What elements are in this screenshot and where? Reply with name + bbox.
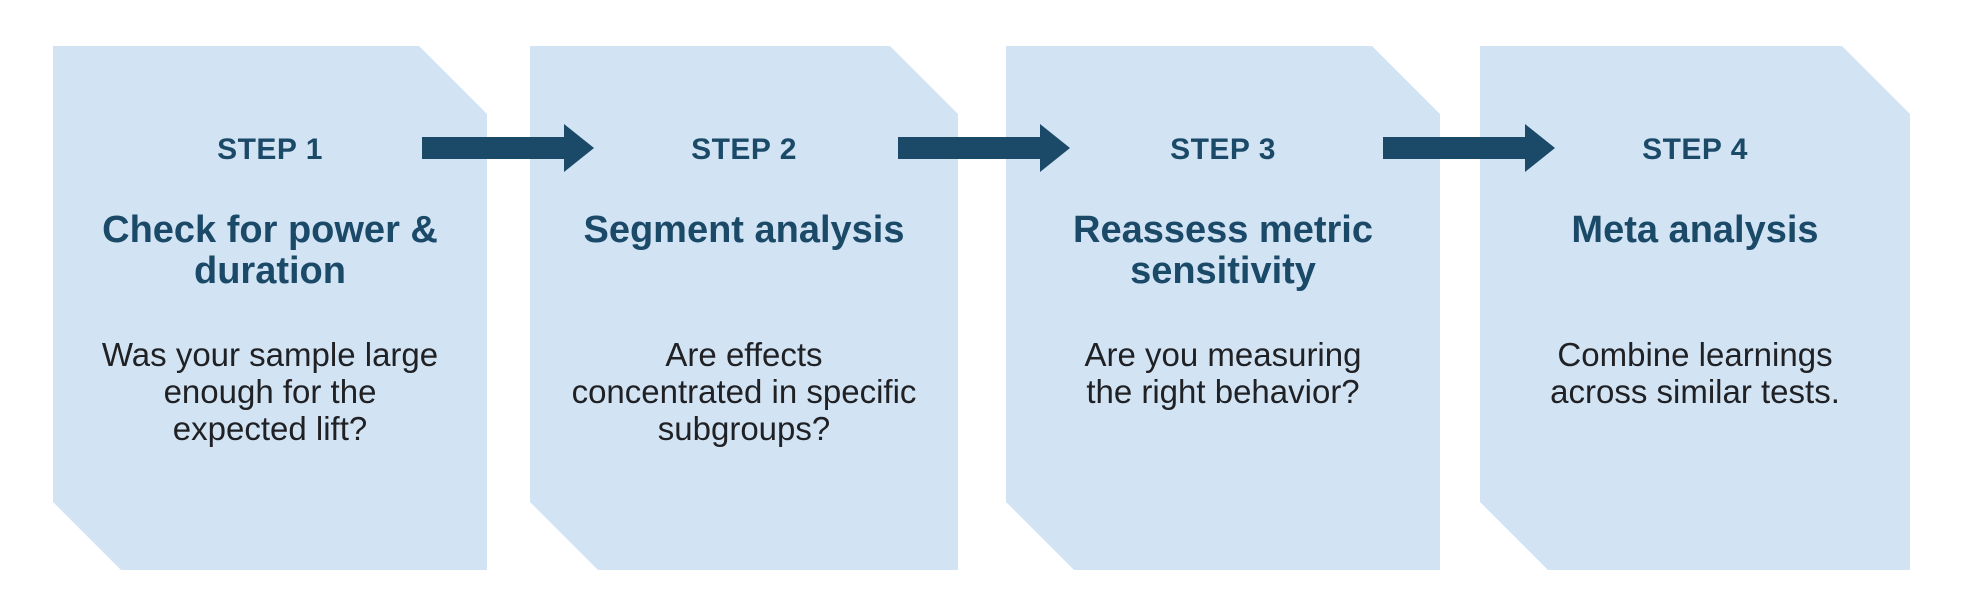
step-description: Combine learnings across similar tests.: [1550, 336, 1840, 410]
step-card-1: STEP 1 Check for power & duration Was yo…: [53, 46, 487, 570]
step-description: Was your sample large enough for the exp…: [101, 336, 439, 447]
step-title: Check for power & duration: [102, 209, 438, 292]
step-title: Meta analysis: [1571, 209, 1819, 251]
step-card-3: STEP 3 Reassess metric sensitivity Are y…: [1006, 46, 1440, 570]
step-card-4: STEP 4 Meta analysis Combine learnings a…: [1480, 46, 1910, 570]
step-label: STEP 4: [1642, 133, 1748, 166]
step-description: Are effects concentrated in specific sub…: [571, 336, 917, 447]
step-description: Are you measuring the right behavior?: [1084, 336, 1362, 410]
step-label: STEP 2: [691, 133, 797, 166]
step-label: STEP 3: [1170, 133, 1276, 166]
arrow-right-icon: [1383, 124, 1555, 172]
step-label: STEP 1: [217, 133, 323, 166]
arrow-right-icon: [898, 124, 1070, 172]
arrow-right-icon: [422, 124, 594, 172]
step-title: Segment analysis: [583, 209, 905, 251]
step-card-2: STEP 2 Segment analysis Are effects conc…: [530, 46, 958, 570]
step-title: Reassess metric sensitivity: [1073, 209, 1373, 292]
